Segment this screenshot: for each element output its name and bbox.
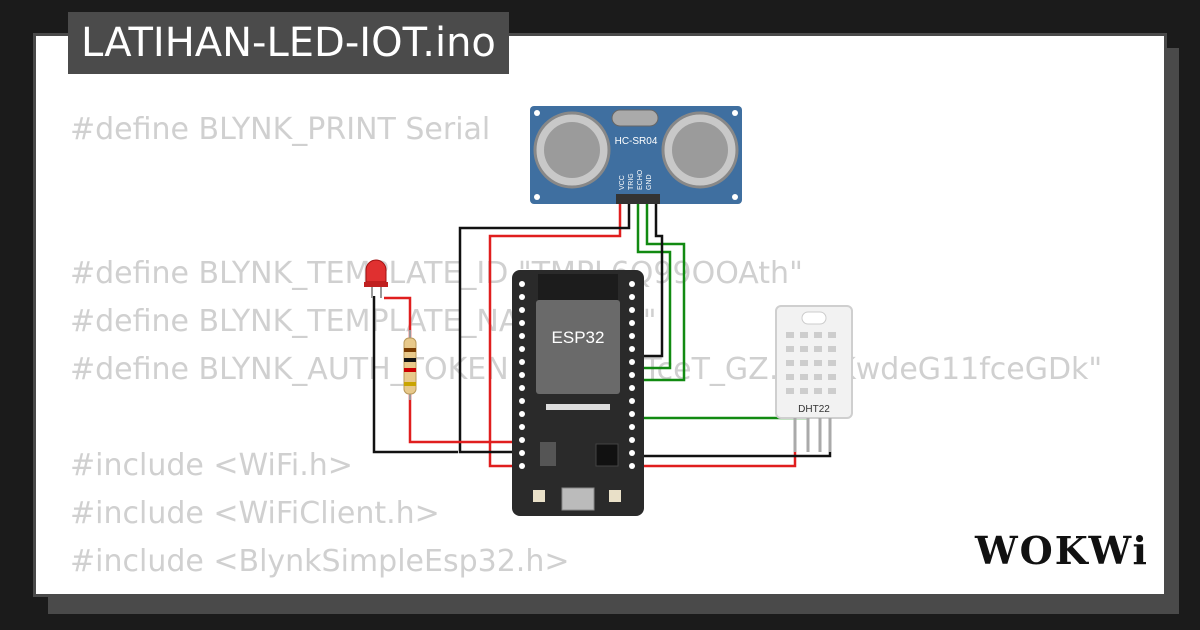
dht22-sensor[interactable]: DHT22: [775, 305, 853, 452]
ultrasonic-label: HC-SR04: [615, 136, 658, 147]
code-line: #define BLYNK_PRINT Serial: [70, 112, 491, 147]
code-line: #include <BlynkSimpleEsp32.h>: [70, 544, 570, 579]
pin-label: VCC: [619, 175, 626, 190]
ultrasonic-sensor[interactable]: HC-SR04 VCC TRIG ECHO GND: [530, 106, 742, 204]
project-title: LATIHAN-LED-IOT.ino: [68, 12, 509, 74]
esp32-label: ESP32: [552, 328, 605, 347]
esp32-board[interactable]: ESP32: [512, 270, 644, 516]
pin-label: ECHO: [637, 169, 644, 190]
pin-label: TRIG: [628, 173, 635, 190]
wokwi-logo: WOKWi: [975, 528, 1149, 573]
code-line: #include <WiFiClient.h>: [70, 496, 440, 531]
pin-label: GND: [646, 174, 653, 190]
dht22-label: DHT22: [798, 404, 830, 415]
led-red[interactable]: [364, 259, 388, 298]
code-line: #include <WiFi.h>: [70, 448, 353, 483]
resistor[interactable]: [403, 330, 417, 400]
